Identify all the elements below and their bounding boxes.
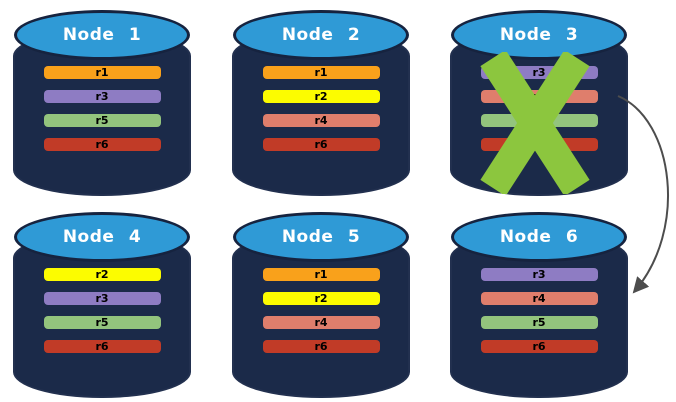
cylinder-top: Node 2	[233, 10, 409, 60]
replica-bar-r6: r6	[43, 340, 161, 353]
cylinder-top: Node 4	[14, 212, 190, 262]
replica-bar-r5: r5	[480, 316, 598, 329]
replica-bar-r1: r1	[43, 66, 161, 79]
replica-bar-r1: r1	[262, 66, 380, 79]
node-cylinder-node-2: Node 2 r1 r2 r4 r6	[232, 10, 410, 196]
replica-bar-r5: r5	[43, 114, 161, 127]
replica-bar-r3: r3	[43, 90, 161, 103]
replica-bar-r3: r3	[43, 292, 161, 305]
node-title: Node 6	[499, 227, 579, 247]
node-cylinder-node-5: Node 5 r1 r2 r4 r6	[232, 212, 410, 398]
replica-bar-r2: r2	[43, 268, 161, 281]
replica-bar-r6: r6	[262, 340, 380, 353]
cylinder-body	[450, 232, 628, 398]
replica-bar-r3: r3	[480, 268, 598, 281]
replica-list: r2 r3 r5 r6	[13, 268, 191, 364]
replica-bar-r4: r4	[262, 316, 380, 329]
cylinder-top: Node 5	[233, 212, 409, 262]
node-title: Node 1	[62, 25, 142, 45]
node-cylinder-node-1: Node 1 r1 r3 r5 r6	[13, 10, 191, 196]
node-title: Node 5	[281, 227, 361, 247]
replica-list: r1 r2 r4 r6	[232, 66, 410, 162]
replica-list: r1 r2 r4 r6	[232, 268, 410, 364]
node-cylinder-node-6: Node 6 r3 r4 r5 r6	[450, 212, 628, 398]
node-title: Node 3	[499, 25, 579, 45]
replica-bar-r6: r6	[262, 138, 380, 151]
replica-bar-r6: r6	[480, 340, 598, 353]
replica-bar-r4: r4	[262, 114, 380, 127]
cylinder-top: Node 1	[14, 10, 190, 60]
replica-bar-r2: r2	[262, 292, 380, 305]
node-title: Node 2	[281, 25, 361, 45]
replica-bar-r6: r6	[43, 138, 161, 151]
replica-list: r1 r3 r5 r6	[13, 66, 191, 162]
replica-bar-r5: r5	[43, 316, 161, 329]
node-title: Node 4	[62, 227, 142, 247]
replica-bar-r2: r2	[262, 90, 380, 103]
replica-bar-r4: r4	[480, 292, 598, 305]
failure-cross-icon	[480, 52, 590, 194]
cylinder-top: Node 3	[451, 10, 627, 60]
node-cylinder-node-4: Node 4 r2 r3 r5 r6	[13, 212, 191, 398]
cylinder-top: Node 6	[451, 212, 627, 262]
replica-list: r3 r4 r5 r6	[450, 268, 628, 364]
replica-bar-r1: r1	[262, 268, 380, 281]
